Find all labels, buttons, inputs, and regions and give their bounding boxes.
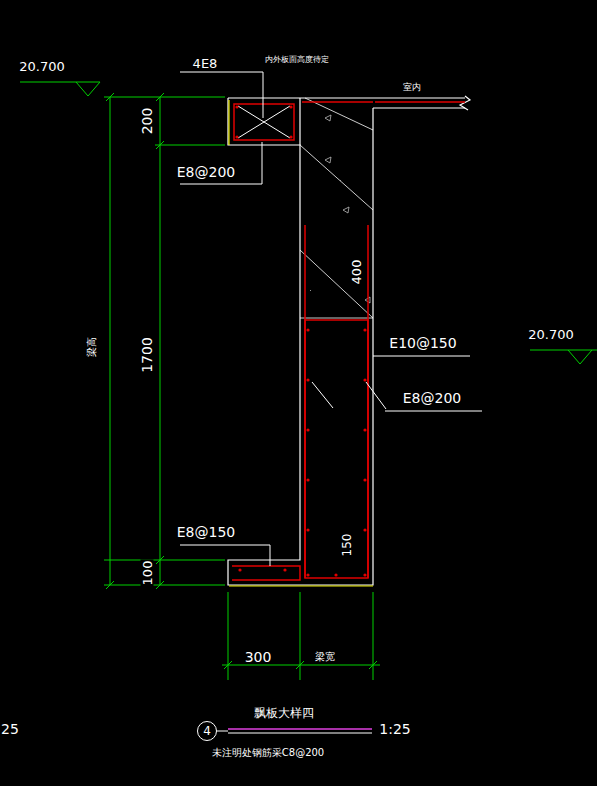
note: 内外板面高度待定 — [264, 56, 330, 64]
drawing-title: 飘板大样四 — [253, 707, 315, 719]
rebar-dot — [363, 528, 366, 531]
concrete-outline — [228, 96, 470, 585]
rebar-dot — [334, 573, 337, 576]
rebar-dot — [238, 568, 241, 571]
dimension: 1700 — [140, 336, 154, 374]
dimension: 100 — [141, 560, 154, 587]
rebar-dot — [363, 478, 366, 481]
title-underline — [228, 728, 372, 730]
rebar-dot — [363, 428, 366, 431]
rebar-dot — [306, 528, 309, 531]
finish-line — [229, 100, 373, 586]
scale: 25 — [0, 722, 20, 736]
rebar-dot — [283, 568, 286, 571]
rebar-callout: E8@200 — [176, 165, 236, 179]
detail-number: 4 — [203, 725, 211, 737]
rebar-dot — [306, 573, 309, 576]
rebar-dot — [363, 573, 366, 576]
note: 未注明处钢筋采C8@200 — [211, 748, 325, 758]
rebar-dot — [363, 378, 366, 381]
dimension: 150 — [341, 533, 353, 558]
dimension: 400 — [350, 259, 363, 286]
title-underline — [217, 731, 228, 732]
rebar-callout: 4E8 — [192, 57, 219, 70]
concrete-hatch — [310, 115, 370, 303]
room-label: 室内 — [402, 83, 422, 92]
leader-lines — [180, 72, 482, 566]
elevation-mark: 20.700 — [18, 60, 66, 73]
rebar-callout: E8@200 — [402, 391, 462, 405]
cross-mark — [238, 106, 290, 138]
dimension: 梁宽 — [314, 652, 336, 662]
detail-circle: 4 — [197, 721, 217, 741]
dimension: 300 — [244, 650, 273, 664]
rebar-dot — [235, 135, 238, 138]
rebar-dot — [363, 328, 366, 331]
rebar-dot — [235, 105, 238, 108]
rebar-dot — [306, 328, 309, 331]
elevation-mark: 20.700 — [527, 328, 575, 341]
dimension: 梁高 — [87, 336, 97, 358]
rebar-dot — [306, 478, 309, 481]
scale: 1:25 — [378, 722, 411, 736]
dimension-lines — [20, 82, 597, 680]
title-underline — [228, 733, 372, 734]
rebar-dots — [235, 105, 366, 576]
rebar-dot — [306, 378, 309, 381]
rebar-dot — [289, 135, 292, 138]
dimension: 200 — [140, 107, 154, 136]
rebar-dot — [306, 428, 309, 431]
rebar-dot — [289, 105, 292, 108]
rebar-callout: E8@150 — [176, 525, 236, 539]
rebar-callout: E10@150 — [388, 336, 457, 350]
rebar — [232, 102, 465, 580]
